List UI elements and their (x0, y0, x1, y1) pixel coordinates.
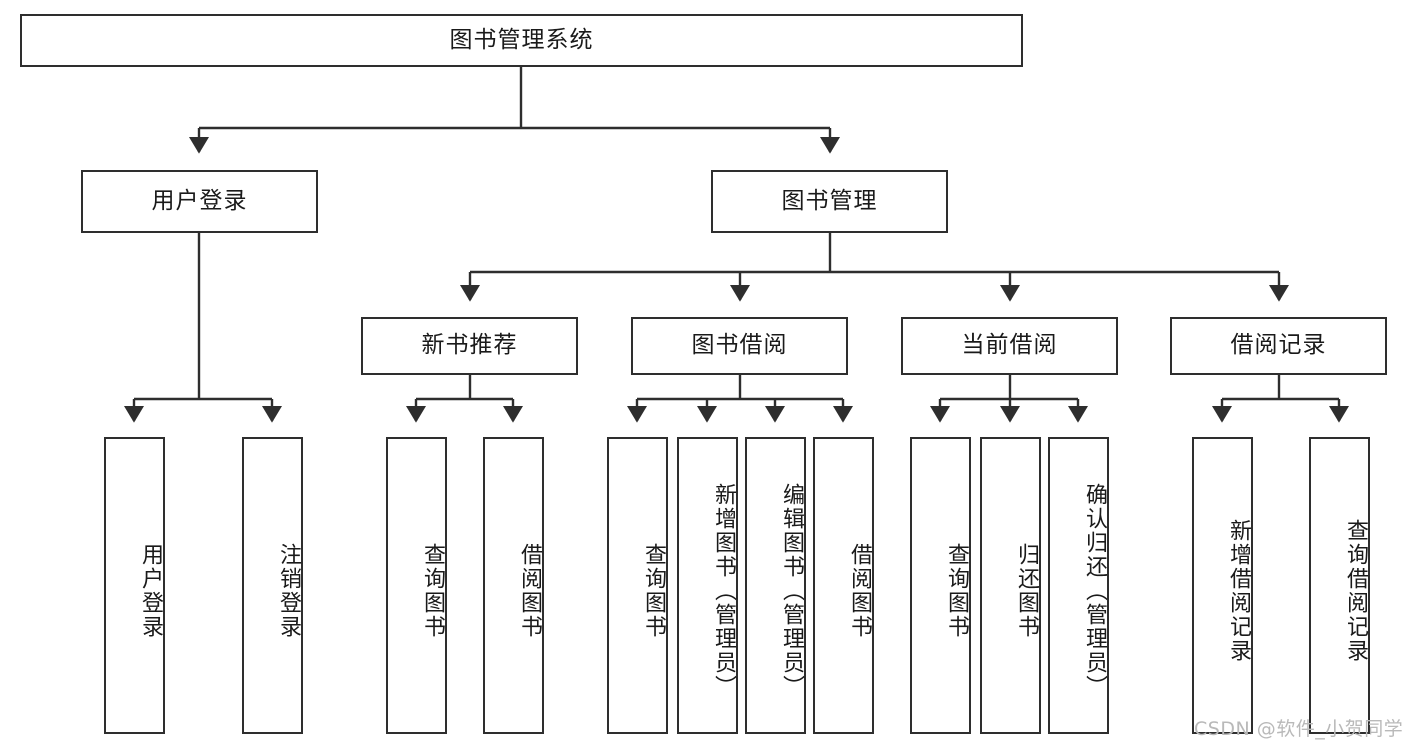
csdn-watermark: CSDN @软件_小贺同学 (1194, 718, 1404, 740)
node-borrow-record[interactable]: 借阅记录 (1170, 317, 1387, 375)
node-label: 归还图书 (1014, 542, 1039, 639)
node-label: 图书管理系统 (449, 26, 594, 53)
node-label: 图书管理 (781, 187, 878, 214)
node-root-system[interactable]: 图书管理系统 (20, 14, 1023, 67)
node-label: 用户登录 (151, 187, 248, 214)
node-label: 查询图书 (641, 542, 666, 639)
node-book-borrow[interactable]: 图书借阅 (631, 317, 848, 375)
node-label: 新增借阅记录 (1226, 518, 1251, 663)
node-label: 查询图书 (420, 542, 445, 639)
node-label: 图书借阅 (691, 332, 788, 359)
leaf-current-return-book[interactable]: 归还图书 (980, 437, 1041, 734)
node-user-login[interactable]: 用户登录 (81, 170, 318, 233)
leaf-user-logout[interactable]: 注销登录 (242, 437, 303, 734)
node-label: 借阅记录 (1230, 332, 1327, 359)
leaf-recommend-query-book[interactable]: 查询图书 (386, 437, 447, 734)
node-label: 注销登录 (276, 542, 301, 639)
node-label: 查询图书 (944, 542, 969, 639)
node-label: 编辑图书（管理员） (779, 482, 804, 699)
node-label: 用户登录 (138, 542, 163, 639)
node-book-management[interactable]: 图书管理 (711, 170, 948, 233)
leaf-record-query-record[interactable]: 查询借阅记录 (1309, 437, 1370, 734)
node-new-book-recommend[interactable]: 新书推荐 (361, 317, 578, 375)
leaf-current-confirm-return[interactable]: 确认归还（管理员） (1048, 437, 1109, 734)
leaf-record-add-record[interactable]: 新增借阅记录 (1192, 437, 1253, 734)
leaf-borrow-query-book[interactable]: 查询图书 (607, 437, 668, 734)
leaf-current-query-book[interactable]: 查询图书 (910, 437, 971, 734)
leaf-user-login[interactable]: 用户登录 (104, 437, 165, 734)
leaf-borrow-borrow-book[interactable]: 借阅图书 (813, 437, 874, 734)
leaf-borrow-add-book[interactable]: 新增图书（管理员） (677, 437, 738, 734)
node-label: 新书推荐 (421, 332, 518, 359)
node-label: 借阅图书 (847, 542, 872, 639)
node-label: 借阅图书 (517, 542, 542, 639)
leaf-recommend-borrow-book[interactable]: 借阅图书 (483, 437, 544, 734)
node-current-borrow[interactable]: 当前借阅 (901, 317, 1118, 375)
node-label: 新增图书（管理员） (711, 482, 736, 699)
leaf-borrow-edit-book[interactable]: 编辑图书（管理员） (745, 437, 806, 734)
node-label: 查询借阅记录 (1343, 518, 1368, 663)
node-label: 当前借阅 (961, 332, 1058, 359)
node-label: 确认归还（管理员） (1082, 482, 1107, 699)
